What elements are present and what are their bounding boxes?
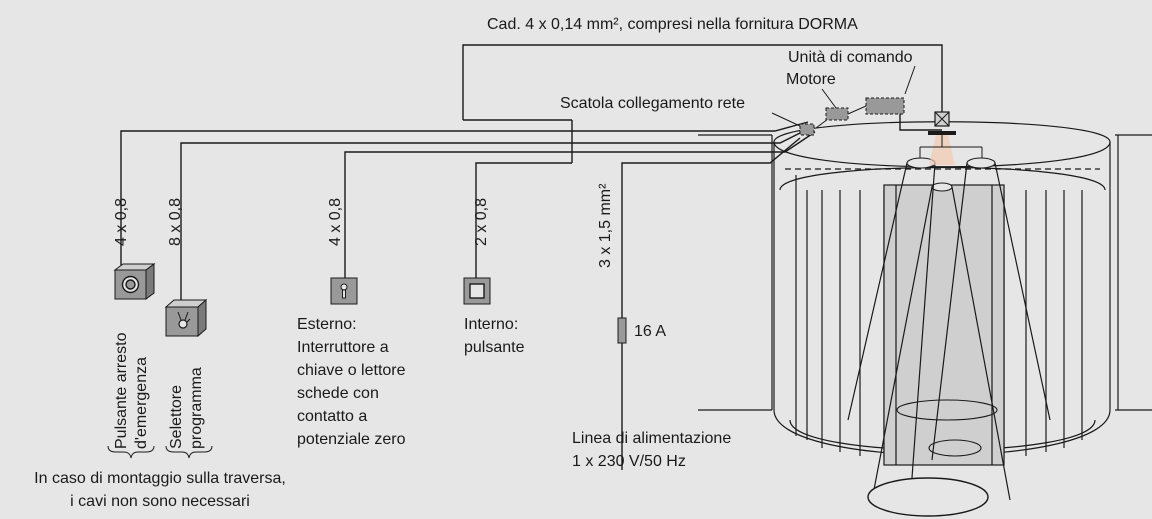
cable-selector-label: 8 x 0,8 — [167, 198, 184, 246]
svg-text:1 x 230 V/50 Hz: 1 x 230 V/50 Hz — [572, 453, 686, 470]
revolving-door-drawing — [698, 97, 1152, 517]
motor-label: Motore — [786, 71, 836, 88]
fuse-icon — [617, 317, 627, 344]
emergency-button-label-1: Pulsante arresto — [113, 332, 130, 449]
junction-box-icon — [799, 123, 815, 136]
cable-power-label: 3 x 1,5 mm² — [597, 183, 614, 268]
cable-external-label: 4 x 0,8 — [327, 198, 344, 246]
external-switch-device — [330, 277, 358, 305]
svg-text:potenziale zero: potenziale zero — [297, 431, 406, 448]
external-switch-text: Esterno: Interruttore a chiave o lettore… — [297, 316, 406, 448]
svg-text:In caso di montaggio sulla tra: In caso di montaggio sulla traversa, — [34, 470, 286, 487]
selector-label-1: Selettore — [168, 385, 185, 449]
cable-internal-label: 2 x 0,8 — [473, 198, 490, 246]
power-line-text: Linea di alimentazione 1 x 230 V/50 Hz — [572, 430, 731, 470]
brace-left — [107, 445, 155, 459]
svg-text:schede con: schede con — [297, 385, 379, 402]
internal-button-device — [463, 277, 491, 305]
emergency-button-device — [113, 263, 156, 300]
svg-text:Interno:: Interno: — [464, 316, 518, 333]
sensor-icon — [919, 111, 983, 165]
internal-button-text: Interno: pulsante — [464, 316, 525, 356]
cable-emergency-label: 4 x 0,8 — [113, 198, 130, 246]
control-unit-label: Unità di comando — [788, 49, 913, 66]
svg-text:pulsante: pulsante — [464, 339, 525, 356]
svg-text:Esterno:: Esterno: — [297, 316, 357, 333]
svg-text:Interruttore a: Interruttore a — [297, 339, 389, 356]
brace-right — [165, 445, 213, 459]
fuse-label: 16 A — [634, 323, 666, 340]
svg-text:Linea di alimentazione: Linea di alimentazione — [572, 430, 731, 447]
emergency-button-label-2: d'emergenza — [133, 357, 150, 449]
selector-label-2: programma — [188, 367, 205, 449]
motor-icon — [825, 107, 849, 121]
control-unit-icon — [865, 97, 905, 115]
selector-knob-icon — [178, 319, 188, 329]
note-text: In caso di montaggio sulla traversa, i c… — [34, 470, 286, 510]
key-icon — [340, 283, 348, 299]
junction-box-label: Scatola collegamento rete — [560, 95, 745, 112]
push-button-icon — [469, 283, 485, 299]
wiring-lines — [120, 44, 943, 470]
program-selector-device — [164, 298, 208, 338]
svg-text:i cavi non sono necessari: i cavi non sono necessari — [70, 493, 250, 510]
svg-text:contatto a: contatto a — [297, 408, 367, 425]
svg-text:chiave o lettore: chiave o lettore — [297, 362, 406, 379]
cable-spec-top: Cad. 4 x 0,14 mm², compresi nella fornit… — [487, 16, 858, 33]
